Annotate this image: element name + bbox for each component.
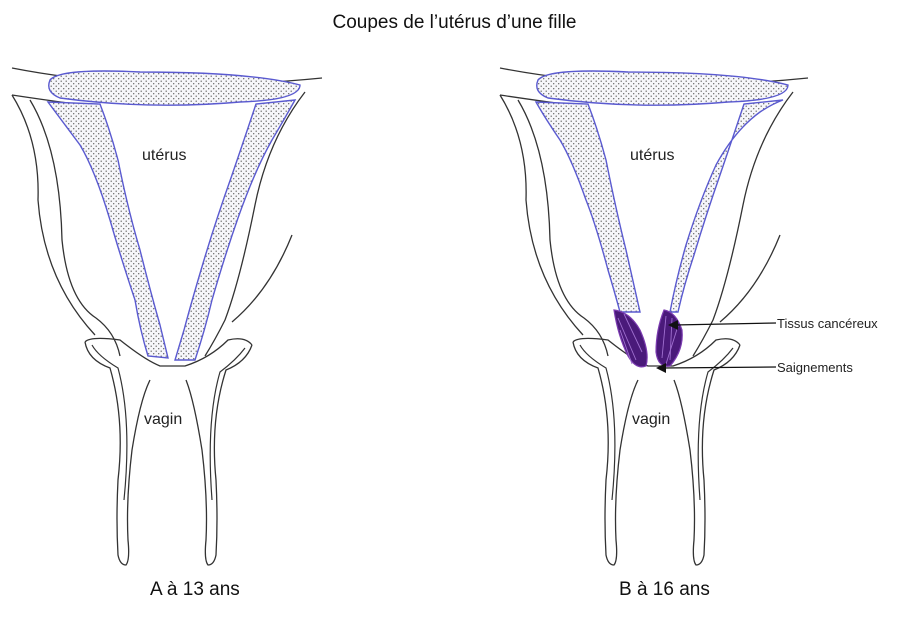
panel-b-uterus-16-years: utérus vagin Tissus cancéreux Saignement… <box>500 68 878 565</box>
cancerous-tissue-label: Tissus cancéreux <box>777 316 878 331</box>
endometrium-left <box>48 102 168 358</box>
cervix-outline <box>85 338 252 366</box>
panel-a-uterus-13-years: utérus vagin <box>12 68 322 565</box>
bleeding-label: Saignements <box>777 360 853 375</box>
caption-panel-b: B à 16 ans <box>619 579 710 601</box>
broad-ligament-right <box>720 235 780 322</box>
bleeding-pointer-line <box>662 367 776 368</box>
endometrium-left <box>536 102 640 312</box>
tissue-pointer-line <box>674 323 776 325</box>
cancerous-tissue <box>614 310 682 367</box>
uterus-label-b: utérus <box>630 147 674 164</box>
fundus-lining <box>537 71 788 105</box>
vagina-wall-left <box>85 342 150 565</box>
fundus-lining <box>49 71 300 105</box>
vagina-label-a: vagin <box>144 411 182 428</box>
uterus-label-a: utérus <box>142 147 186 164</box>
broad-ligament-right <box>232 235 292 322</box>
caption-panel-a: A à 13 ans <box>150 579 240 601</box>
vagina-wall-right <box>674 345 740 565</box>
vagina-wall-left <box>573 342 638 565</box>
vagina-label-b: vagin <box>632 411 670 428</box>
vagina-wall-right <box>186 345 252 565</box>
endometrium-right <box>670 100 783 312</box>
